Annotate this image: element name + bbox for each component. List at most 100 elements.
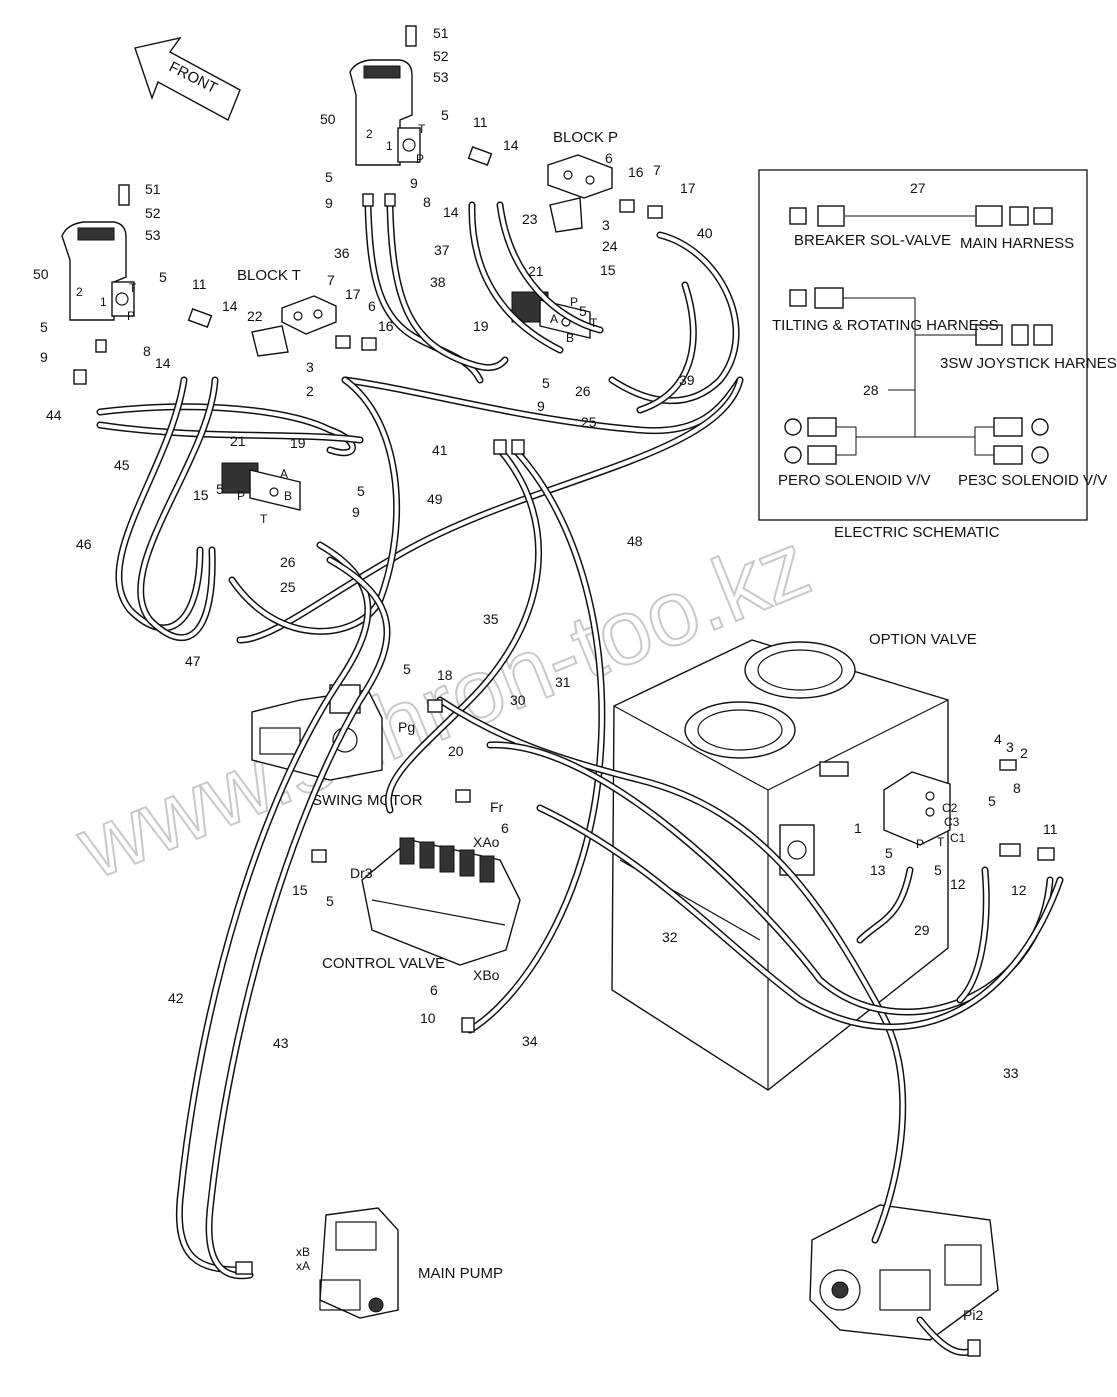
callout-9: 9 [352, 504, 360, 520]
callout-2: 2 [1020, 745, 1028, 761]
callout-34: 34 [522, 1033, 538, 1049]
callout-5: 5 [579, 303, 587, 319]
callout-14: 14 [155, 355, 171, 371]
callout-11: 11 [473, 114, 488, 130]
callout-53: 53 [433, 69, 449, 85]
callout-33: 33 [1003, 1065, 1019, 1081]
callout-5: 5 [885, 845, 893, 861]
port-a-left: A [280, 467, 288, 481]
callout-2: 2 [306, 383, 314, 399]
callout-6: 6 [605, 150, 613, 166]
port-c1: C1 [950, 831, 966, 845]
callout-8: 8 [423, 194, 431, 210]
callout-5: 5 [325, 169, 333, 185]
callout-16: 16 [628, 164, 644, 180]
callout-5: 5 [542, 375, 550, 391]
block-p-label: BLOCK P [553, 129, 618, 146]
callout-39: 39 [679, 372, 695, 388]
callout-29: 29 [914, 922, 930, 938]
callout-18: 18 [437, 667, 453, 683]
connector-icon [789, 205, 1053, 227]
connector-icon [789, 287, 1053, 346]
callout-12: 12 [1011, 882, 1027, 898]
callout-9: 9 [40, 349, 48, 365]
control-valve [361, 837, 521, 966]
callout-15: 15 [292, 882, 308, 898]
port-xbo: XBo [473, 967, 500, 983]
callout-6: 6 [501, 820, 509, 836]
port-b-right: B [566, 331, 574, 345]
front-arrow-icon [134, 36, 241, 121]
port-2-joystick-left: 2 [76, 285, 83, 299]
port-p: P [916, 837, 924, 851]
callout-26: 26 [575, 383, 591, 399]
port-xa: xA [296, 1259, 310, 1273]
solenoid-valve-left [221, 462, 301, 511]
callout-3: 3 [1006, 739, 1014, 755]
callout-5: 5 [403, 661, 411, 677]
callout-19: 19 [290, 435, 306, 451]
callout-17: 17 [680, 180, 696, 196]
callout-8: 8 [143, 343, 151, 359]
port-xb: xB [296, 1245, 310, 1259]
pe3c-solenoid-label: PE3C SOLENOID V/V [958, 472, 1107, 489]
callout-48: 48 [627, 533, 643, 549]
port-labels: Pg Fr XAo XBo Dr3 xB xA Pi2 C1 C2 C3 P T… [76, 122, 983, 1323]
joystick-left [61, 184, 135, 321]
joystick-right [349, 25, 421, 166]
callout-25: 25 [280, 579, 296, 595]
callout-50: 50 [320, 111, 336, 127]
callout-26: 26 [280, 554, 296, 570]
callout-5: 5 [988, 793, 996, 809]
callout-12: 12 [950, 876, 966, 892]
port-p-joystick-left: P [127, 309, 135, 323]
callout-5: 5 [216, 481, 224, 497]
callout-31: 31 [555, 674, 571, 690]
callout-8: 8 [1013, 780, 1021, 796]
callout-3: 3 [602, 217, 610, 233]
callout-1: 1 [854, 820, 862, 836]
callout-50: 50 [33, 266, 49, 282]
port-t-joystick-left: T [129, 281, 137, 295]
port-pg: Pg [398, 719, 415, 735]
port-p-joystick-right: P [416, 152, 424, 166]
port-p-left: P [237, 489, 245, 503]
callout-14: 14 [222, 298, 238, 314]
callout-38: 38 [430, 274, 446, 290]
callout-9: 9 [325, 195, 333, 211]
callout-15: 15 [600, 262, 616, 278]
port-1-joystick-right: 1 [386, 139, 393, 153]
callout-14: 14 [503, 137, 519, 153]
callout-52: 52 [433, 48, 449, 64]
callout-11: 11 [192, 276, 207, 292]
port-c2: C2 [942, 801, 958, 815]
swing-motor-label: SWING MOTOR [312, 792, 423, 809]
callout-5: 5 [934, 862, 942, 878]
block-p [547, 154, 613, 233]
callout-25: 25 [581, 414, 597, 430]
port-b-left: B [284, 489, 292, 503]
option-valve-label: MAIN PUMP [418, 1265, 503, 1282]
callout-32: 32 [662, 929, 678, 945]
callout-46: 46 [76, 536, 92, 552]
main-pump [809, 1204, 999, 1341]
port-dr3: Dr3 [350, 865, 373, 881]
callout-9: 9 [537, 398, 545, 414]
callout-44: 44 [46, 407, 62, 423]
callout-49: 49 [427, 491, 443, 507]
block-t-label: BLOCK T [237, 267, 301, 284]
callout-5: 5 [40, 319, 48, 335]
port-t-right: T [590, 316, 598, 330]
callout-52: 52 [145, 205, 161, 221]
callout-22: 22 [247, 308, 263, 324]
callout-6: 6 [368, 298, 376, 314]
callout-21: 21 [230, 433, 246, 449]
breaker-sol-valve-label: BREAKER SOL-VALVE [794, 232, 951, 249]
callout-24: 24 [602, 238, 618, 254]
callout-23: 23 [522, 211, 538, 227]
main-harness-label: MAIN HARNESS [960, 235, 1074, 252]
callout-47: 47 [185, 653, 201, 669]
callout-51: 51 [433, 25, 449, 41]
